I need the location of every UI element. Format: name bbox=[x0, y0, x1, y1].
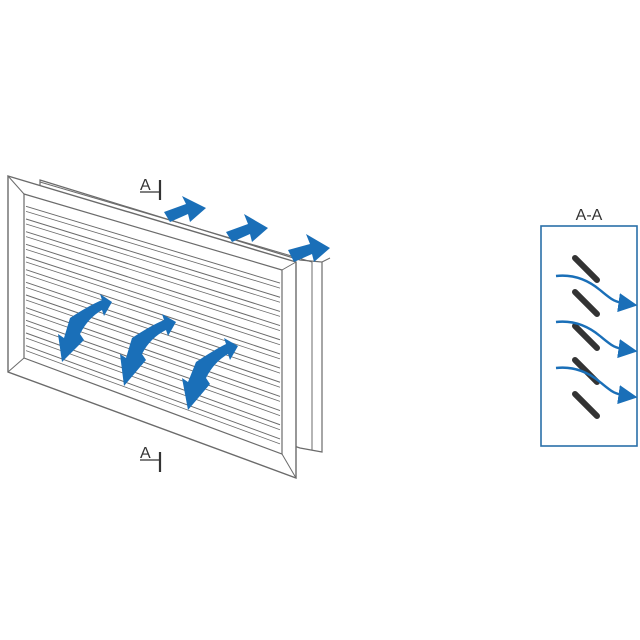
section-flow-arrow bbox=[555, 366, 638, 405]
inflow-arrows bbox=[164, 196, 330, 262]
outflow-arrow bbox=[120, 314, 176, 386]
louver-blade-edge bbox=[25, 299, 281, 388]
inflow-arrow bbox=[164, 196, 206, 222]
frame-bevel bbox=[281, 453, 297, 479]
louver-blade bbox=[25, 281, 281, 369]
section-marker-top-label: A bbox=[140, 177, 151, 194]
sleeve-line bbox=[321, 257, 331, 263]
outflow-arrows bbox=[58, 294, 238, 410]
outflow-arrow bbox=[182, 338, 238, 410]
louver-blade-edge bbox=[25, 210, 281, 289]
louver-blade bbox=[25, 243, 281, 327]
section-marker-bottom-label: A bbox=[140, 445, 151, 462]
frame-bevel bbox=[281, 261, 297, 271]
section-flow-arrow bbox=[555, 320, 638, 359]
section-title: A-A bbox=[576, 207, 603, 224]
louver-blade-edge bbox=[25, 236, 281, 317]
inflow-arrow bbox=[226, 214, 268, 242]
section-blades bbox=[572, 255, 600, 419]
louver-blade-edge bbox=[25, 350, 281, 445]
louver-blade-edge bbox=[25, 248, 281, 331]
louver-blade bbox=[25, 231, 281, 312]
louver-blade bbox=[25, 218, 281, 298]
section-blade bbox=[572, 289, 600, 317]
louver-blade bbox=[25, 205, 281, 284]
outflow-arrow bbox=[58, 294, 112, 362]
section-marker-top: A bbox=[140, 177, 162, 200]
louver-blade bbox=[25, 345, 281, 440]
louver-blade bbox=[25, 256, 281, 341]
section-blade bbox=[572, 323, 600, 351]
louver-blade-edge bbox=[25, 274, 281, 360]
grille-drawing: A A bbox=[7, 175, 331, 480]
louver-blade bbox=[25, 269, 281, 355]
section-view: A-A bbox=[540, 207, 638, 447]
section-marker-bottom: A bbox=[140, 445, 162, 472]
inflow-arrow bbox=[288, 234, 330, 262]
sleeve-line bbox=[39, 181, 313, 263]
frame-bevel bbox=[7, 175, 25, 195]
louver-blade bbox=[25, 307, 281, 397]
section-blade bbox=[572, 255, 600, 283]
louver-blade-edge bbox=[25, 261, 281, 346]
section-blade bbox=[572, 391, 600, 419]
section-flow-arrows bbox=[555, 274, 638, 405]
frame-bevel bbox=[7, 357, 25, 373]
section-flow-arrow bbox=[555, 274, 638, 313]
louver-blade-edge bbox=[25, 223, 281, 303]
